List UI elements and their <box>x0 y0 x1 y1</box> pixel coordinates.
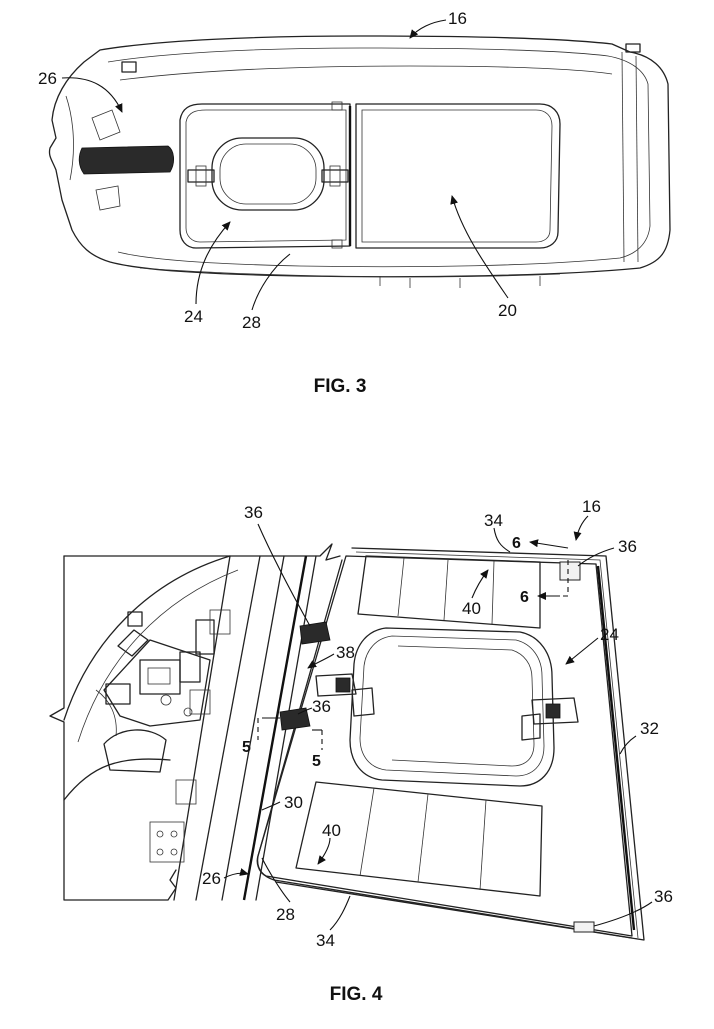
fig4-drawing <box>50 542 644 940</box>
fig4-section-label-6-bottom: 6 <box>520 589 529 606</box>
fig3-leader-26 <box>62 78 122 112</box>
fig3-front-detail <box>92 110 120 140</box>
fig4-leader-40-bottom <box>318 838 330 864</box>
fig3-roof-inner-line <box>108 48 650 267</box>
fig4-retainer-upper <box>300 622 330 644</box>
fig3-sunroof-panel-inner <box>362 110 552 242</box>
fig3-drawing <box>49 36 670 288</box>
fig4-lower-block <box>104 730 166 772</box>
fig4-retainer-bottom-right <box>574 922 594 932</box>
fig3-roof-rib <box>622 52 624 262</box>
fig3-label-28: 28 <box>242 313 261 332</box>
fig4-pillar-inner <box>196 556 260 900</box>
fig4-leader-16 <box>576 516 588 540</box>
fig4-section-label-6-top: 6 <box>512 535 521 552</box>
fig3-leader-16 <box>410 20 446 38</box>
fig4-leader-38 <box>308 654 334 668</box>
fig4-caption: FIG. 4 <box>330 984 383 1005</box>
fig3-panel-window-inner <box>220 144 316 204</box>
fig3-label-26: 26 <box>38 69 57 88</box>
fig4-leader-36-bottom <box>594 902 652 926</box>
fig4-label-34-bottom: 34 <box>316 931 335 950</box>
fig4-label-38: 38 <box>336 643 355 662</box>
fig4-panel-edge-32 <box>598 566 634 930</box>
fig4-pillar-bolts <box>150 610 230 862</box>
fig4-pad-top-div <box>444 560 448 620</box>
fig3-front-detail <box>66 96 73 180</box>
fig3-front-detail <box>96 186 120 210</box>
fig3-latch-right-clip <box>330 166 340 186</box>
fig4-section-label-5-left: 5 <box>242 739 251 756</box>
fig4-label-36-top: 36 <box>244 503 263 522</box>
fig4-pad-bottom-div <box>360 788 374 876</box>
fig4-window-frame-inner <box>360 636 544 776</box>
fig4-pad-top-div <box>398 558 404 616</box>
fig4-window-latch-right <box>522 698 578 740</box>
fig4-headliner-curve <box>64 556 230 720</box>
fig4-label-24: 24 <box>600 625 619 644</box>
fig4-label-16: 16 <box>582 497 601 516</box>
fig3-roof-rib <box>636 56 638 262</box>
fig4-label-40-bottom: 40 <box>322 821 341 840</box>
fig4-leader-26 <box>224 873 248 878</box>
fig3-label-16: 16 <box>448 9 467 28</box>
fig4-pad-bottom-div <box>418 794 428 882</box>
fig4-window-glass-edge <box>392 646 534 766</box>
fig4-lower-curve <box>64 759 170 800</box>
fig3-front-slot <box>79 146 173 174</box>
fig4-section-6-arrow-top <box>530 542 568 548</box>
fig4-leader-40-top <box>472 570 488 598</box>
fig4-label-36-mid: 36 <box>312 697 331 716</box>
fig3-caption: FIG. 3 <box>314 376 367 397</box>
fig4-label-36-bottom: 36 <box>654 887 673 906</box>
fig4-pad-bottom-div <box>480 800 486 890</box>
fig4-pad-top <box>358 556 540 628</box>
fig3-latch-right <box>322 170 348 182</box>
fig4-label-28: 28 <box>276 905 295 924</box>
fig3-label-20: 20 <box>498 301 517 320</box>
fig4-pad-top-div <box>492 561 494 624</box>
fig4-leader-24 <box>566 638 598 664</box>
fig4-label-32: 32 <box>640 719 659 738</box>
fig4-panel-edge-28 <box>258 560 632 938</box>
fig3-panel-window <box>212 138 324 210</box>
fig4-retainer-mid <box>280 708 310 730</box>
fig3-sunroof-panel <box>356 104 560 248</box>
fig3-lower-rail-tick <box>380 276 540 288</box>
fig3-front-bracket <box>122 62 136 72</box>
fig4-label-26: 26 <box>202 869 221 888</box>
fig4-label-36-right: 36 <box>618 537 637 556</box>
fig4-section-label-5-right: 5 <box>312 753 321 770</box>
fig4-label-30: 30 <box>284 793 303 812</box>
fig4-pillar-outer <box>174 556 230 900</box>
fig4-frame-left-edge <box>50 556 176 900</box>
fig4-window-frame <box>350 628 554 786</box>
fig3-latch-left <box>188 170 214 182</box>
fig3-latch-left-clip <box>196 166 206 186</box>
fig4-frame-top-edge <box>64 544 340 560</box>
fig3-label-24: 24 <box>184 307 203 326</box>
fig3-roof-edge <box>120 66 612 80</box>
fig4-leader-34-top <box>494 528 510 552</box>
fig4-label-34-top: 34 <box>484 511 503 530</box>
fig4-leader-34-bottom <box>330 896 350 930</box>
fig4-retainer-top-right <box>560 562 580 580</box>
fig4-leader-32 <box>620 736 636 754</box>
fig3-divider-tab <box>332 102 342 110</box>
fig4-label-40-top: 40 <box>462 599 481 618</box>
fig3-leader-28 <box>252 254 290 310</box>
